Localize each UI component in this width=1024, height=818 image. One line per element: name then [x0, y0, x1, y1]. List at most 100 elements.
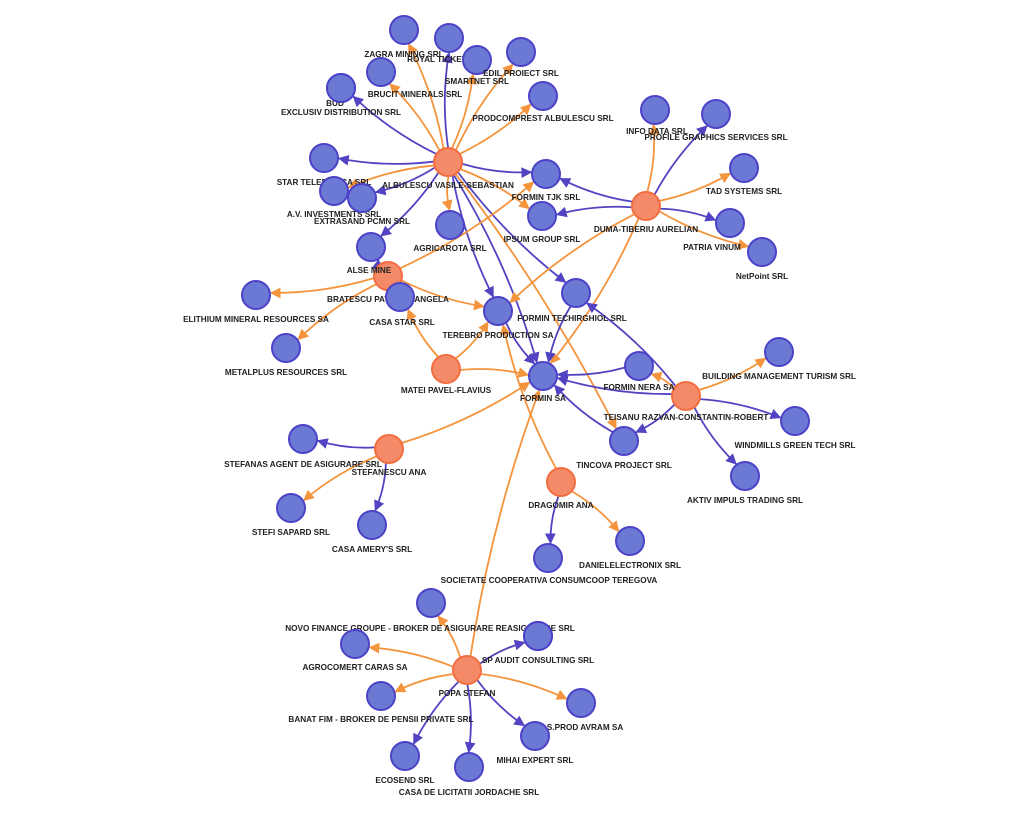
company-node-profile[interactable]: PROFILE GRAPHICS SERVICES SRL	[644, 99, 788, 142]
company-node-agrocomert[interactable]: AGROCOMERT CARAS SA	[302, 629, 408, 672]
node-circle[interactable]	[531, 159, 561, 189]
node-circle[interactable]	[309, 143, 339, 173]
company-node-formintech[interactable]: FORMIN TECHIRGHIOL SRL	[517, 278, 627, 323]
company-node-smartnet[interactable]: SMARTNET SRL	[445, 45, 509, 86]
company-node-forminnera[interactable]: FORMIN NERA SA	[603, 351, 675, 392]
node-circle[interactable]	[271, 333, 301, 363]
node-circle[interactable]	[356, 232, 386, 262]
node-circle[interactable]	[241, 280, 271, 310]
node-circle[interactable]	[764, 337, 794, 367]
node-circle[interactable]	[631, 191, 661, 221]
node-circle[interactable]	[431, 354, 461, 384]
person-node-matei[interactable]: MATEI PAVEL-FLAVIUS	[401, 354, 492, 395]
node-circle[interactable]	[528, 361, 558, 391]
company-node-spaudit[interactable]: SP AUDIT CONSULTING SRL	[482, 621, 594, 665]
company-node-asprod[interactable]: A.S.PROD AVRAM SA	[539, 688, 624, 732]
node-circle[interactable]	[326, 73, 356, 103]
node-circle[interactable]	[715, 208, 745, 238]
node-circle[interactable]	[454, 752, 484, 782]
company-node-mihai[interactable]: MIHAI EXPERT SRL	[497, 721, 574, 765]
company-node-netpoint[interactable]: NetPoint SRL	[736, 237, 788, 281]
company-node-extrasand[interactable]: EXTRASAND PCMN SRL	[314, 183, 410, 226]
node-circle[interactable]	[347, 183, 377, 213]
person-node-popa[interactable]: POPA STEFAN	[439, 655, 496, 698]
node-circle[interactable]	[366, 57, 396, 87]
person-node-teisanu[interactable]: TEISANU RAZVAN-CONSTANTIN-ROBERT	[604, 381, 769, 422]
company-node-ecosend[interactable]: ECOSEND SRL	[375, 741, 435, 785]
company-node-patria[interactable]: PATRIA VINUM	[683, 208, 745, 252]
company-node-alse[interactable]: ALSE MINE	[347, 232, 392, 275]
node-circle[interactable]	[389, 15, 419, 45]
node-circle[interactable]	[780, 406, 810, 436]
node-circle[interactable]	[528, 81, 558, 111]
company-node-danielelectronix[interactable]: DANIELELECTRONIX SRL	[579, 526, 681, 570]
company-node-agricarota[interactable]: AGRICAROTA SRL	[413, 210, 487, 253]
node-circle[interactable]	[434, 23, 464, 53]
node-circle[interactable]	[640, 95, 670, 125]
person-node-duma[interactable]: DUMA-TIBERIU AURELIAN	[594, 191, 698, 234]
node-circle[interactable]	[747, 237, 777, 267]
node-circle[interactable]	[701, 99, 731, 129]
node-circle[interactable]	[416, 588, 446, 618]
company-node-zagra[interactable]: ZAGRA MINING SRL	[364, 15, 444, 59]
node-circle[interactable]	[374, 434, 404, 464]
company-node-metalplus[interactable]: METALPLUS RESOURCES SRL	[225, 333, 347, 377]
node-circle[interactable]	[433, 147, 463, 177]
company-node-prodcomprest[interactable]: PRODCOMPREST ALBULESCU SRL	[472, 81, 614, 123]
company-node-casastar[interactable]: CASA STAR SRL	[369, 282, 435, 327]
node-circle[interactable]	[288, 424, 318, 454]
node-circle[interactable]	[671, 381, 701, 411]
person-node-stefanescu[interactable]: STEFANESCU ANA	[352, 434, 427, 477]
company-node-tincova[interactable]: TINCOVA PROJECT SRL	[576, 426, 672, 470]
node-circle[interactable]	[483, 296, 513, 326]
company-node-formintjk[interactable]: FORMIN TJK SRL	[512, 159, 581, 202]
company-node-bldg[interactable]: BUILDING MANAGEMENT TURISM SRL	[702, 337, 856, 381]
company-node-windmills[interactable]: WINDMILLS GREEN TECH SRL	[735, 406, 856, 450]
company-node-edil[interactable]: EDIL PROIECT SRL	[483, 37, 559, 78]
node-circle[interactable]	[452, 655, 482, 685]
company-node-brucit[interactable]: BRUCIT MINERALS SRL	[366, 57, 462, 99]
node-circle[interactable]	[729, 153, 759, 183]
company-node-royal[interactable]: ROYAL TICKETS SRL	[407, 23, 491, 64]
node-circle[interactable]	[520, 721, 550, 751]
company-node-banatfim[interactable]: BANAT FIM - BROKER DE PENSII PRIVATE SRL	[288, 681, 474, 724]
node-circle[interactable]	[523, 621, 553, 651]
company-node-casaamery[interactable]: CASA AMERY'S SRL	[332, 510, 412, 554]
company-node-terebro[interactable]: TEREBRO PRODUCTION SA	[443, 296, 554, 340]
node-circle[interactable]	[462, 45, 492, 75]
company-node-dragcomp[interactable]	[533, 543, 563, 573]
company-node-stefi[interactable]: STEFI SAPARD SRL	[252, 493, 330, 537]
node-circle[interactable]	[390, 741, 420, 771]
company-node-forminsa[interactable]: FORMIN SA	[520, 361, 566, 403]
node-circle[interactable]	[566, 688, 596, 718]
person-node-dragomir[interactable]: DRAGOMIR ANA	[528, 467, 594, 510]
node-circle[interactable]	[609, 426, 639, 456]
company-node-casalicitatii[interactable]: CASA DE LICITATII JORDACHE SRL	[399, 752, 539, 797]
node-circle[interactable]	[319, 176, 349, 206]
node-circle[interactable]	[340, 629, 370, 659]
node-circle[interactable]	[546, 467, 576, 497]
company-node-tad[interactable]: TAD SYSTEMS SRL	[706, 153, 782, 196]
node-circle[interactable]	[366, 681, 396, 711]
node-circle[interactable]	[527, 201, 557, 231]
company-node-infodata[interactable]: INFO DATA SRL	[626, 95, 688, 136]
company-node-avinv[interactable]: A.V. INVESTMENTS SRL	[287, 176, 381, 219]
company-node-stefanas[interactable]: STEFANAS AGENT DE ASIGURARE SRL	[224, 424, 382, 469]
company-node-elithium[interactable]: ELITHIUM MINERAL RESOURCES SA	[183, 280, 329, 324]
node-circle[interactable]	[533, 543, 563, 573]
company-node-ipsum[interactable]: IPSUM GROUP SRL	[504, 201, 581, 244]
node-circle[interactable]	[730, 461, 760, 491]
node-circle[interactable]	[506, 37, 536, 67]
node-circle[interactable]	[624, 351, 654, 381]
node-circle[interactable]	[276, 493, 306, 523]
company-node-exclusiv[interactable]: EXCLUSIV DISTRIBUTION SRL	[281, 73, 401, 117]
node-circle[interactable]	[385, 282, 415, 312]
node-circle[interactable]	[561, 278, 591, 308]
company-node-consumcoop[interactable]: SOCIETATE COOPERATIVA CONSUMCOOP TEREGOV…	[416, 576, 657, 618]
node-circle[interactable]	[357, 510, 387, 540]
company-node-aktiv[interactable]: AKTIV IMPULS TRADING SRL	[687, 461, 803, 505]
node-label: METALPLUS RESOURCES SRL	[225, 368, 347, 377]
person-node-albulescu[interactable]: ALBULESCU VASILE-SEBASTIAN	[382, 147, 514, 190]
node-circle[interactable]	[615, 526, 645, 556]
node-circle[interactable]	[435, 210, 465, 240]
